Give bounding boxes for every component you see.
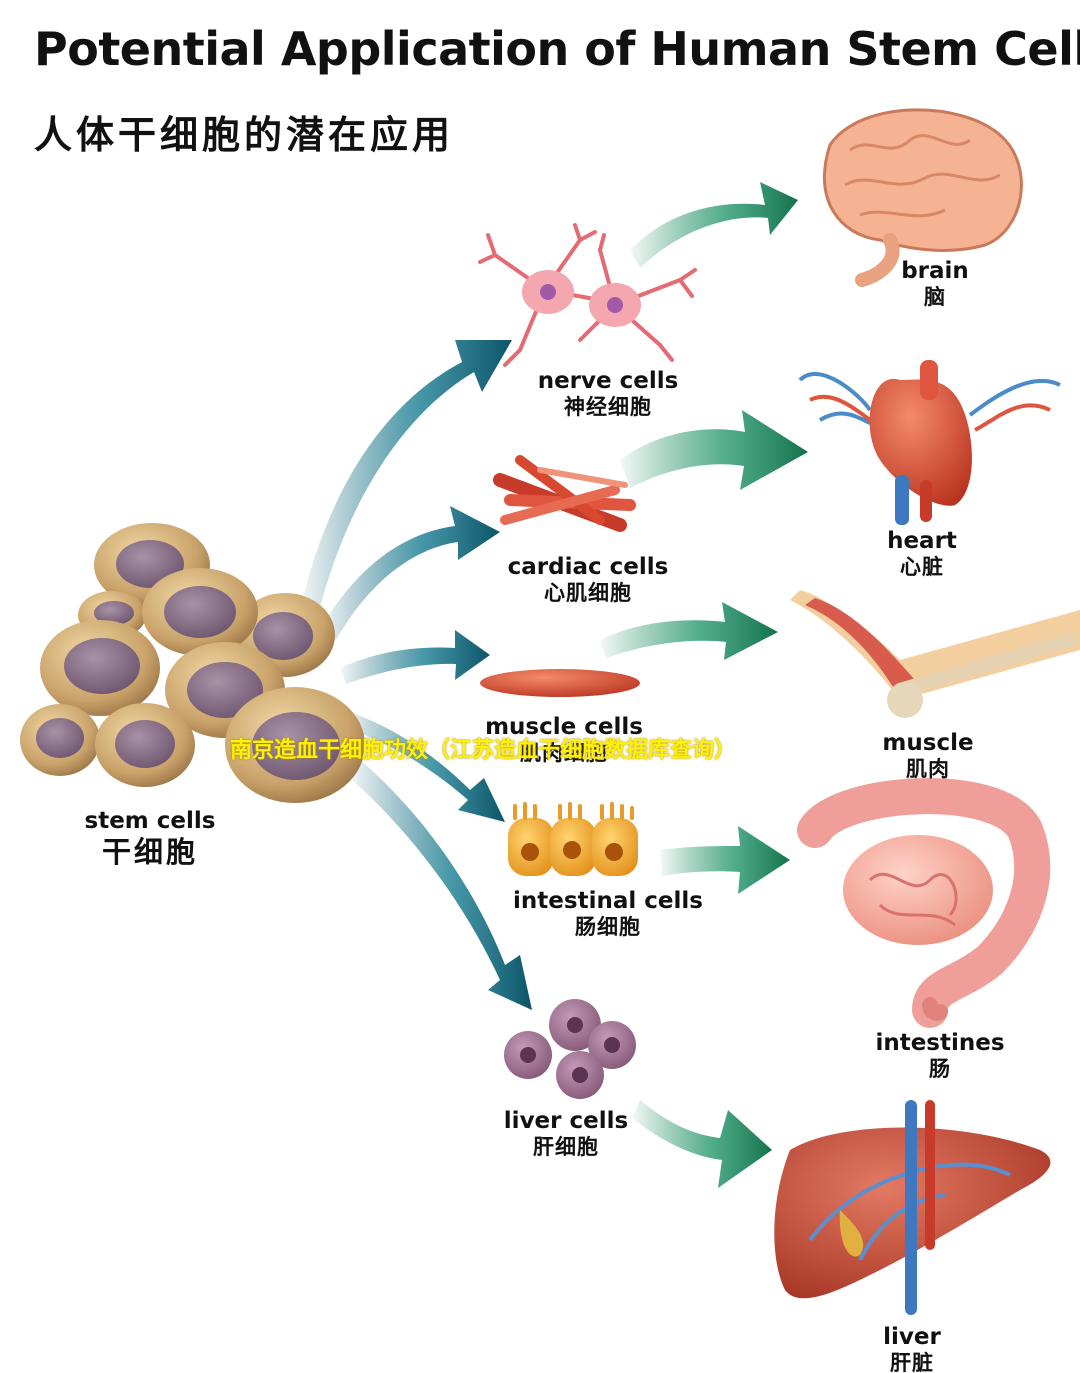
muscle-cell-illustration <box>480 669 640 697</box>
stem-cell-cluster <box>20 523 365 803</box>
nerve-cells-illustration <box>478 223 697 367</box>
label-cardiac-cells-en: cardiac cells <box>507 554 669 580</box>
liver-cells-illustration <box>504 999 636 1099</box>
label-heart-en: heart <box>887 528 957 554</box>
label-liver-cells-en: liver cells <box>503 1108 629 1134</box>
arrow-to-heart <box>620 410 808 490</box>
label-muscle-en: muscle <box>882 730 974 756</box>
arrow-to-brain <box>630 182 798 268</box>
label-brain: brain 脑 <box>901 258 969 310</box>
label-muscle-cells-zh: 肌肉细胞 <box>519 741 608 766</box>
label-intestines-zh: 肠 <box>929 1057 951 1082</box>
intestines-illustration <box>797 778 1051 1028</box>
label-heart-zh: 心脏 <box>900 555 944 580</box>
label-cardiac-cells: cardiac cells 心肌细胞 <box>508 554 669 606</box>
label-brain-zh: 脑 <box>924 285 946 310</box>
label-liver-zh: 肝脏 <box>889 1351 934 1373</box>
arrow-to-cardiac <box>320 506 500 640</box>
label-nerve-cells-en: nerve cells <box>537 368 679 394</box>
label-muscle-cells: muscle cells 肌肉细胞 <box>485 714 643 766</box>
label-liver-cells: liver cells 肝细胞 <box>504 1108 628 1160</box>
label-stem-cells: stem cells 干细胞 <box>85 808 216 869</box>
arrow-to-muscle <box>340 630 490 684</box>
arrow-to-intestinal <box>345 712 505 822</box>
arrow-to-liver <box>350 760 532 1010</box>
label-muscle-cells-en: muscle cells <box>485 714 643 740</box>
label-nerve-cells: nerve cells 神经细胞 <box>538 368 679 420</box>
brain-illustration <box>823 108 1023 287</box>
muscle-arm-illustration <box>790 590 1080 718</box>
arrow-to-nerve <box>300 340 512 615</box>
heart-illustration <box>798 360 1061 525</box>
cell-to-organ-arrows <box>600 182 808 1188</box>
label-intestinal-cells-zh: 肠细胞 <box>575 915 641 940</box>
label-cardiac-cells-zh: 心肌细胞 <box>543 581 632 606</box>
title-chinese: 人体干细胞的潜在应用 <box>34 113 455 157</box>
label-stem-cells-en: stem cells <box>84 808 216 834</box>
label-liver-en: liver <box>883 1324 941 1350</box>
label-brain-en: brain <box>901 258 969 284</box>
intestinal-cells-illustration <box>508 802 638 876</box>
label-stem-cells-zh: 干细胞 <box>101 835 199 870</box>
liver-illustration <box>774 1100 1051 1315</box>
label-muscle-zh: 肌肉 <box>906 757 950 782</box>
cardiac-cells-illustration <box>493 455 636 532</box>
title-english: Potential Application of Human Stem Cell… <box>34 22 1080 76</box>
label-liver-cells-zh: 肝细胞 <box>533 1135 599 1160</box>
stem-to-cell-arrows <box>300 340 532 1010</box>
label-liver: liver 肝脏 <box>883 1324 941 1373</box>
label-muscle: muscle 肌肉 <box>882 730 973 782</box>
arrow-to-liver-organ <box>632 1100 772 1188</box>
label-nerve-cells-zh: 神经细胞 <box>563 395 652 420</box>
label-heart: heart 心脏 <box>887 528 957 580</box>
label-intestinal-cells-en: intestinal cells <box>513 888 703 914</box>
watermark-text: 南京造血干细胞功效（江苏造血干细胞数据库查询） <box>230 738 737 763</box>
arrow-to-muscle-organ <box>600 602 778 660</box>
label-intestinal-cells: intestinal cells 肠细胞 <box>513 888 703 940</box>
arrow-to-intestines <box>660 826 790 894</box>
label-intestines: intestines 肠 <box>875 1030 1004 1082</box>
label-intestines-en: intestines <box>875 1030 1005 1056</box>
